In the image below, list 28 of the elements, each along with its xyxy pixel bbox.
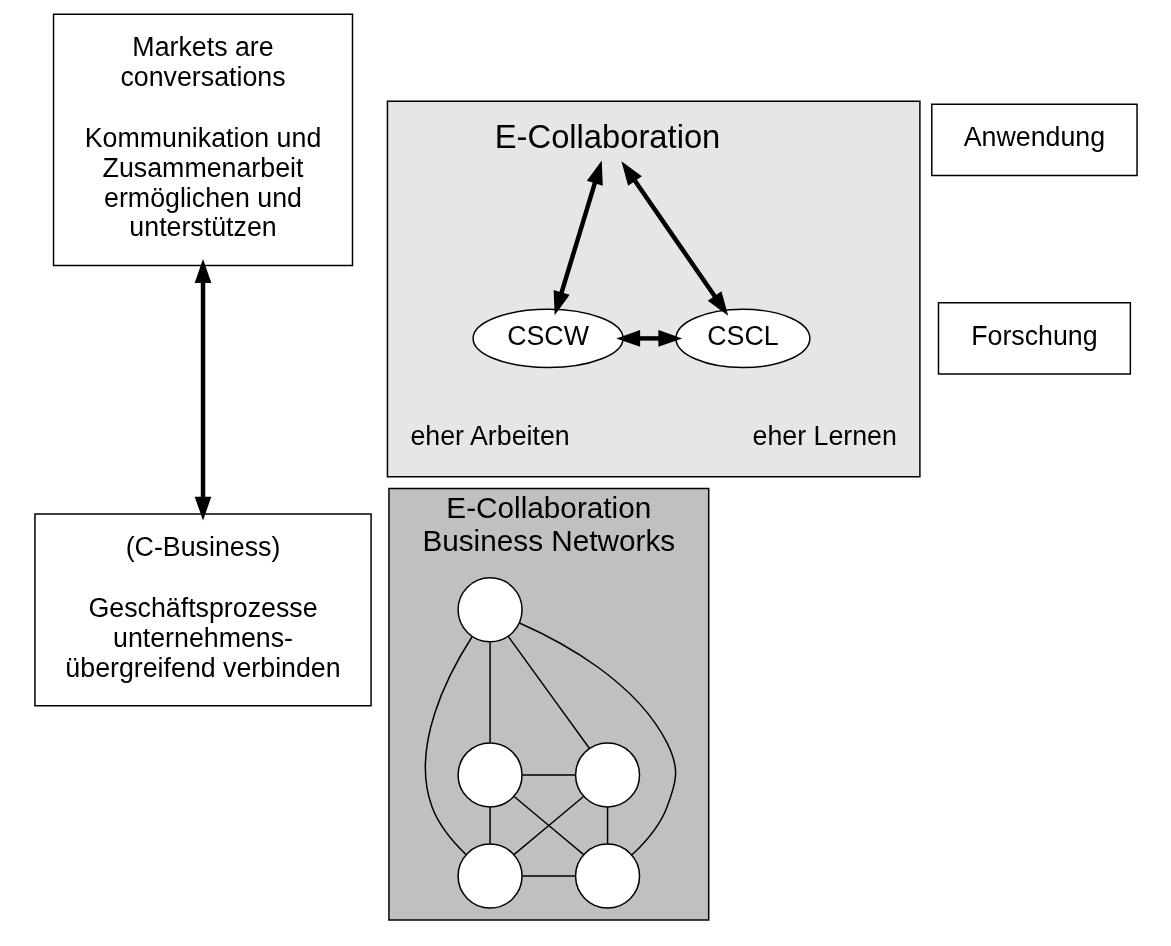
connector	[507, 635, 590, 750]
node-text: E-Collaboration	[494, 118, 720, 156]
node-label: eher Lernen	[752, 420, 897, 451]
node-ellipse: CSCL	[674, 308, 811, 369]
arrow	[615, 330, 682, 347]
node-circle	[456, 577, 523, 643]
cluster	[386, 100, 921, 478]
connector	[488, 806, 491, 845]
node-label: eher Arbeiten	[409, 420, 570, 451]
connector	[520, 875, 576, 877]
node-circle	[574, 742, 640, 808]
arrow	[620, 161, 728, 316]
connector	[606, 806, 608, 845]
node-circle	[456, 742, 523, 808]
connector	[520, 774, 576, 776]
connector	[488, 641, 491, 744]
arrow	[553, 160, 603, 316]
node-box: Forschung	[937, 301, 1131, 375]
cluster: E-Collaboration Business Networks	[387, 487, 709, 921]
node-circle	[574, 843, 640, 909]
node-circle	[456, 843, 523, 909]
node-box: Anwendung	[930, 103, 1138, 177]
node-ellipse: CSCW	[471, 308, 624, 369]
connector	[518, 622, 676, 856]
node-box: (C-Business) Geschäftsprozesse unternehmens- übergreifend verbinden	[33, 513, 372, 707]
connector	[424, 636, 473, 856]
node-box: Markets are conversations Kommunikation und Zusammenarbeit ermöglichen und unterstützen	[52, 13, 353, 267]
arrow	[194, 259, 211, 521]
